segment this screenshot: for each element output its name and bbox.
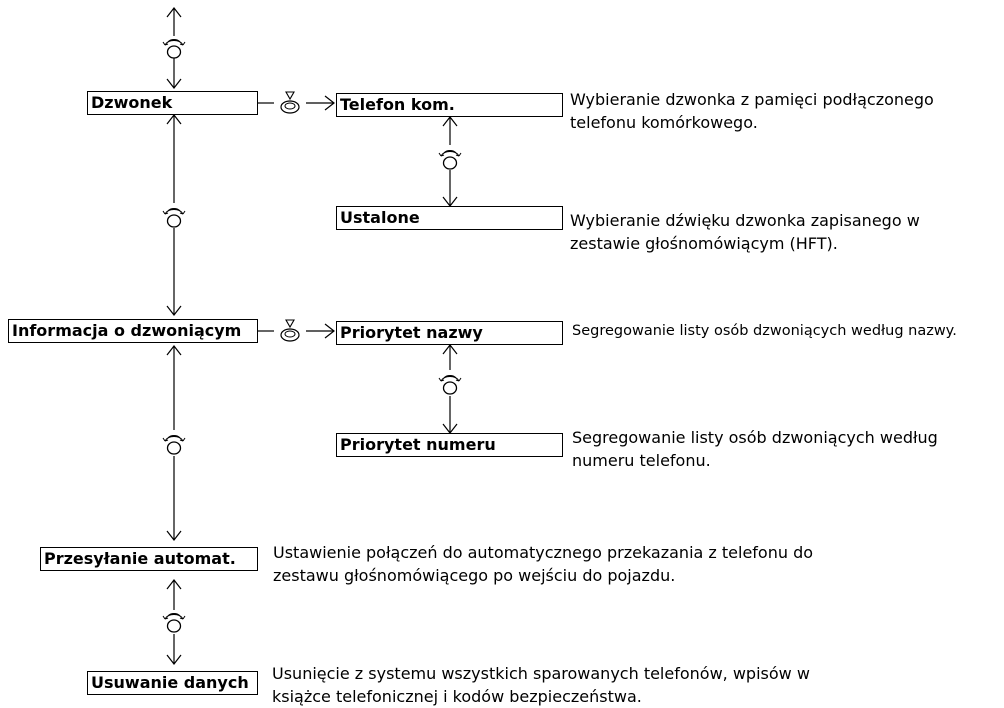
- menu-delete-data: Usuwanie danych: [87, 671, 258, 695]
- desc-line: Usunięcie z systemu wszystkich sparowany…: [272, 664, 810, 683]
- menu-caller-info: Informacja o dzwoniącym: [8, 319, 258, 343]
- desc-delete-data: Usunięcie z systemu wszystkich sparowany…: [272, 662, 810, 708]
- rotate-knob-icon: [162, 612, 186, 633]
- desc-line: numeru telefonu.: [572, 451, 711, 470]
- rotate-knob-icon: [162, 207, 186, 228]
- desc-line: Wybieranie dzwonka z pamięci podłączoneg…: [570, 90, 934, 109]
- press-knob-icon: [280, 319, 300, 342]
- submenu-mobile-phone: Telefon kom.: [336, 93, 563, 117]
- desc-auto-transfer: Ustawienie połączeń do automatycznego pr…: [273, 541, 813, 587]
- submenu-name-priority: Priorytet nazwy: [336, 321, 563, 345]
- rotate-knob-icon: [162, 38, 186, 59]
- desc-line: Ustawienie połączeń do automatycznego pr…: [273, 543, 814, 562]
- submenu-number-priority: Priorytet numeru: [336, 433, 563, 457]
- desc-line: Segregowanie listy osób dzwoniących wedł…: [572, 428, 938, 447]
- rotate-knob-icon: [162, 434, 186, 455]
- rotate-knob-icon: [438, 374, 462, 395]
- rotate-knob-icon: [438, 149, 462, 170]
- desc-line: Segregowanie listy osób dzwoniących wedł…: [572, 323, 957, 339]
- menu-ringtone: Dzwonek: [87, 91, 258, 115]
- desc-line: Wybieranie dźwięku dzwonka zapisanego w: [570, 211, 920, 230]
- desc-line: telefonu komórkowego.: [570, 113, 758, 132]
- press-knob-icon: [280, 91, 300, 114]
- desc-name-priority: Segregowanie listy osób dzwoniących wedł…: [572, 320, 957, 343]
- desc-line: zestawu głośnomówiącego po wejściu do po…: [273, 566, 676, 585]
- desc-line: książce telefonicznej i kodów bezpieczeń…: [272, 687, 642, 706]
- desc-mobile-phone: Wybieranie dzwonka z pamięci podłączoneg…: [570, 88, 934, 134]
- desc-line: zestawie głośnomówiącym (HFT).: [570, 234, 838, 253]
- desc-number-priority: Segregowanie listy osób dzwoniących wedł…: [572, 426, 938, 472]
- submenu-fixed: Ustalone: [336, 206, 563, 230]
- desc-fixed: Wybieranie dźwięku dzwonka zapisanego w …: [570, 209, 920, 255]
- menu-auto-transfer: Przesyłanie automat.: [40, 547, 258, 571]
